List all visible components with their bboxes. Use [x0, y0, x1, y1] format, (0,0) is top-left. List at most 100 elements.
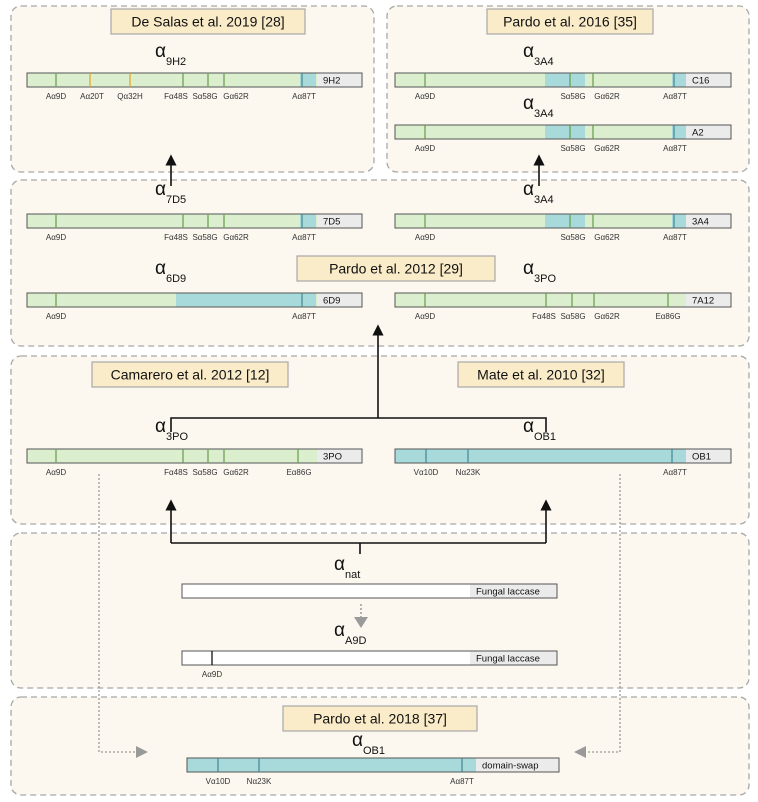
- alpha-label-3a4: α3A4: [523, 179, 554, 206]
- mutation-label: Eα86G: [655, 312, 680, 321]
- lineage-arrows: [165, 154, 552, 554]
- ref-pardo-2012: Pardo et al. 2012 [29]: [329, 261, 463, 277]
- alpha-label-a9d: αA9D: [334, 620, 366, 647]
- mutation-label: Aα9D: [46, 233, 66, 242]
- mutation-label: Eα86G: [286, 468, 311, 477]
- bar-tag-box: [686, 293, 731, 307]
- dotted-link-ob1-to-swap: [586, 474, 621, 753]
- mutation-label: Gα62R: [594, 144, 620, 153]
- alpha-label-ob1: αOB1: [523, 416, 556, 443]
- bar-tag-box: [686, 125, 731, 139]
- bar-outline: [26, 213, 363, 229]
- mutation-label: Nα23K: [456, 468, 481, 477]
- bar-tag-box: [317, 214, 362, 228]
- panel-camarero-mate: [10, 355, 750, 525]
- bar-tag-label: 3PO: [323, 452, 342, 463]
- mutation-label: Qα32H: [117, 92, 143, 101]
- mutation-label: Aα9D: [415, 312, 435, 321]
- bar-domain-segment: [300, 73, 316, 87]
- mutation-label: Aα87T: [292, 92, 316, 101]
- mutation-label: Aα87T: [663, 92, 687, 101]
- bar-outline: [394, 72, 732, 88]
- bar-body: [395, 73, 686, 87]
- bar-outline: [394, 448, 732, 464]
- mutation-label: Aα87T: [450, 777, 474, 786]
- bar-domain-segment: [672, 73, 686, 87]
- alpha-label-3a4-c16: α3A4: [523, 41, 554, 68]
- ref-box-pardo-2016: Pardo et al. 2016 [35]: [486, 8, 654, 35]
- gray-arrows: [98, 474, 621, 758]
- ref-box-pardo-2018: Pardo et al. 2018 [37]: [282, 705, 478, 732]
- ref-box-mate: Mate et al. 2010 [32]: [457, 361, 625, 388]
- bar-tag-label: A2: [692, 128, 704, 139]
- bar-body: [27, 449, 317, 463]
- mutation-label: Fα48S: [164, 468, 188, 477]
- bar-body: [187, 758, 476, 772]
- mutation-label: Gα62R: [594, 312, 620, 321]
- bar-tag-label: C16: [692, 76, 709, 87]
- mutation-label: Aα87T: [663, 144, 687, 153]
- mutation-label: Fα48S: [532, 312, 556, 321]
- alpha-label-3a4-a2: α3A4: [523, 93, 554, 120]
- dotted-link-ob1-to-swap-head: [574, 746, 586, 758]
- mutation-label: Aα87T: [663, 468, 687, 477]
- bar-outline: [186, 757, 560, 773]
- bar-body: [395, 214, 686, 228]
- bar-tag-label: 7A12: [692, 296, 714, 307]
- mutation-label: Gα62R: [594, 92, 620, 101]
- ref-desalas: De Salas et al. 2019 [28]: [131, 14, 284, 30]
- bar-domain-segment: [545, 214, 585, 228]
- bar-tag-box: [317, 73, 362, 87]
- mutation-label: Aα9D: [46, 468, 66, 477]
- mutation-label: Aα9D: [415, 144, 435, 153]
- bar-outline: [26, 72, 363, 88]
- bar-tag-box: [470, 584, 557, 598]
- mutation-label: Sα58G: [560, 312, 585, 321]
- mutation-label: Gα62R: [594, 233, 620, 242]
- bar-outline: [181, 650, 558, 666]
- mutation-label: Gα62R: [223, 92, 249, 101]
- bar-tag-box: [470, 651, 557, 665]
- bar-tag-box: [686, 449, 731, 463]
- bar-outline: [26, 292, 363, 308]
- bar-domain-segment: [672, 214, 686, 228]
- bar-outline: [394, 292, 732, 308]
- ref-camarero: Camarero et al. 2012 [12]: [111, 367, 270, 383]
- mutation-label: Aα9D: [46, 312, 66, 321]
- mutation-label: Sα58G: [560, 233, 585, 242]
- bar-domain-segment: [672, 125, 686, 139]
- tree-nat-to-3po-ob1: [171, 542, 546, 554]
- bar-tag-label: Fungal laccase: [476, 587, 540, 598]
- bar-body: [27, 73, 317, 87]
- mutation-label: Fα48S: [164, 92, 188, 101]
- bar-outline: [26, 448, 363, 464]
- mutation-label: Aα9D: [202, 670, 222, 679]
- alpha-label-9h2: α9H2: [155, 41, 186, 68]
- bar-tag-label: 9H2: [323, 76, 340, 87]
- arrow-nat-to-a9d-head: [354, 617, 368, 628]
- bar-tag-box: [686, 73, 731, 87]
- alpha-label-nat: αnat: [334, 554, 360, 581]
- bar-tag-label: 3A4: [692, 217, 709, 228]
- alpha-label-6d9: α6D9: [155, 258, 186, 285]
- bar-tag-box: [317, 449, 362, 463]
- tree-3po-ob1: [170, 417, 547, 432]
- bar-body: [395, 293, 686, 307]
- mutation-label: Sα58G: [560, 92, 585, 101]
- mutation-label: Aα9D: [415, 233, 435, 242]
- mutation-label: Aα87T: [292, 312, 316, 321]
- bar-body: [395, 449, 686, 463]
- bar-tag-box: [686, 214, 731, 228]
- mutation-label: Vα10D: [414, 468, 439, 477]
- alpha-label-ob1-swap: αOB1: [352, 730, 385, 757]
